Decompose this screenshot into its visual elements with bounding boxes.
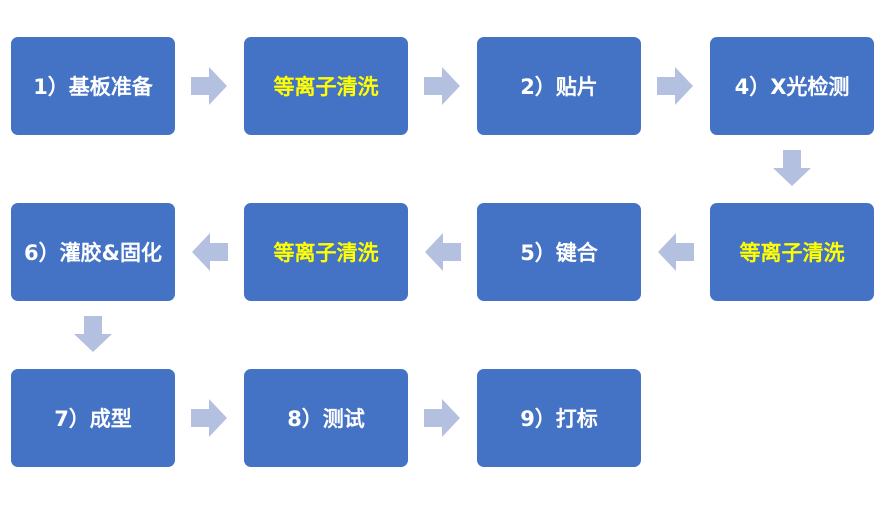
- step-molding: 7）成型: [11, 369, 175, 467]
- arrow-left-icon: [192, 233, 228, 271]
- arrow-down-icon: [74, 316, 112, 352]
- step-plasma-clean-3: 等离子清洗: [244, 203, 408, 301]
- step-plasma-clean-1: 等离子清洗: [244, 37, 408, 135]
- arrow-right-icon: [424, 399, 460, 437]
- step-marking: 9）打标: [477, 369, 641, 467]
- arrow-right-icon: [424, 67, 460, 105]
- arrow-right-icon: [191, 67, 227, 105]
- step-potting-curing: 6）灌胶&固化: [11, 203, 175, 301]
- step-xray-inspection: 4）X光检测: [710, 37, 874, 135]
- step-bonding: 5）键合: [477, 203, 641, 301]
- arrow-down-icon: [773, 150, 811, 186]
- step-plasma-clean-2: 等离子清洗: [710, 203, 874, 301]
- arrow-left-icon: [425, 233, 461, 271]
- arrow-right-icon: [657, 67, 693, 105]
- step-substrate-prep: 1）基板准备: [11, 37, 175, 135]
- arrow-left-icon: [658, 233, 694, 271]
- arrow-right-icon: [191, 399, 227, 437]
- step-testing: 8）测试: [244, 369, 408, 467]
- step-die-attach: 2）贴片: [477, 37, 641, 135]
